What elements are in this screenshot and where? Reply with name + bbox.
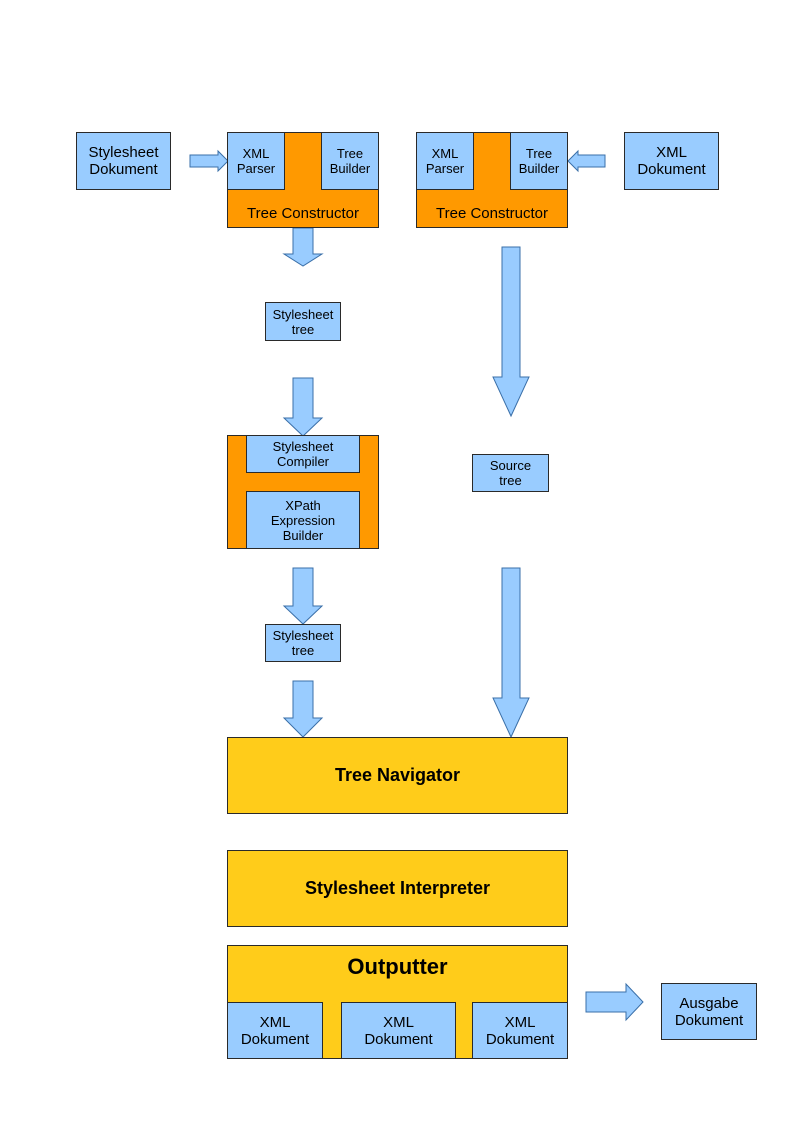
xml-document-input-box: XML Dokument <box>624 132 719 190</box>
tree-builder-right: Tree Builder <box>510 132 568 190</box>
compiler-group: Stylesheet Compiler XPath Expression Bui… <box>227 435 379 549</box>
arrow-stylesheet-tree-to-compiler <box>282 377 324 437</box>
outputter-title: Outputter <box>347 954 448 979</box>
tree-navigator: Tree Navigator <box>227 737 568 814</box>
arrow-source-tree-to-navigator <box>492 567 530 739</box>
tree-constructor-left: XML Parser Tree Builder Tree Constructor <box>227 132 379 228</box>
xml-parser-left: XML Parser <box>227 132 285 190</box>
arrow-outputter-to-output-doc <box>585 982 644 1022</box>
arrow-stylesheet-to-parser <box>189 149 229 173</box>
tree-constructor-right-label: Tree Constructor <box>436 205 548 222</box>
xml-parser-right: XML Parser <box>416 132 474 190</box>
stylesheet-compiler: Stylesheet Compiler <box>246 435 360 473</box>
arrow-stylesheet-tree-to-navigator <box>282 680 324 738</box>
arrow-compiler-to-stylesheet-tree <box>282 567 324 625</box>
tree-constructor-right: XML Parser Tree Builder Tree Constructor <box>416 132 568 228</box>
xpath-expression-builder: XPath Expression Builder <box>246 491 360 549</box>
outputter-xml-document-2: XML Dokument <box>341 1002 456 1059</box>
outputter: Outputter XML Dokument XML Dokument XML … <box>227 945 568 1059</box>
stylesheet-tree-2: Stylesheet tree <box>265 624 341 662</box>
stylesheet-document-box: Stylesheet Dokument <box>76 132 171 190</box>
arrow-xmldoc-to-parser <box>567 149 606 173</box>
stylesheet-tree-1: Stylesheet tree <box>265 302 341 341</box>
arrow-constructor-to-stylesheet-tree <box>282 227 324 267</box>
tree-builder-left: Tree Builder <box>321 132 379 190</box>
tree-constructor-left-label: Tree Constructor <box>247 205 359 222</box>
output-document-box: Ausgabe Dokument <box>661 983 757 1040</box>
outputter-xml-document-3: XML Dokument <box>472 1002 568 1059</box>
stylesheet-interpreter: Stylesheet Interpreter <box>227 850 568 927</box>
outputter-xml-document-1: XML Dokument <box>227 1002 323 1059</box>
arrow-constructor-to-source-tree <box>492 246 530 418</box>
source-tree: Source tree <box>472 454 549 492</box>
